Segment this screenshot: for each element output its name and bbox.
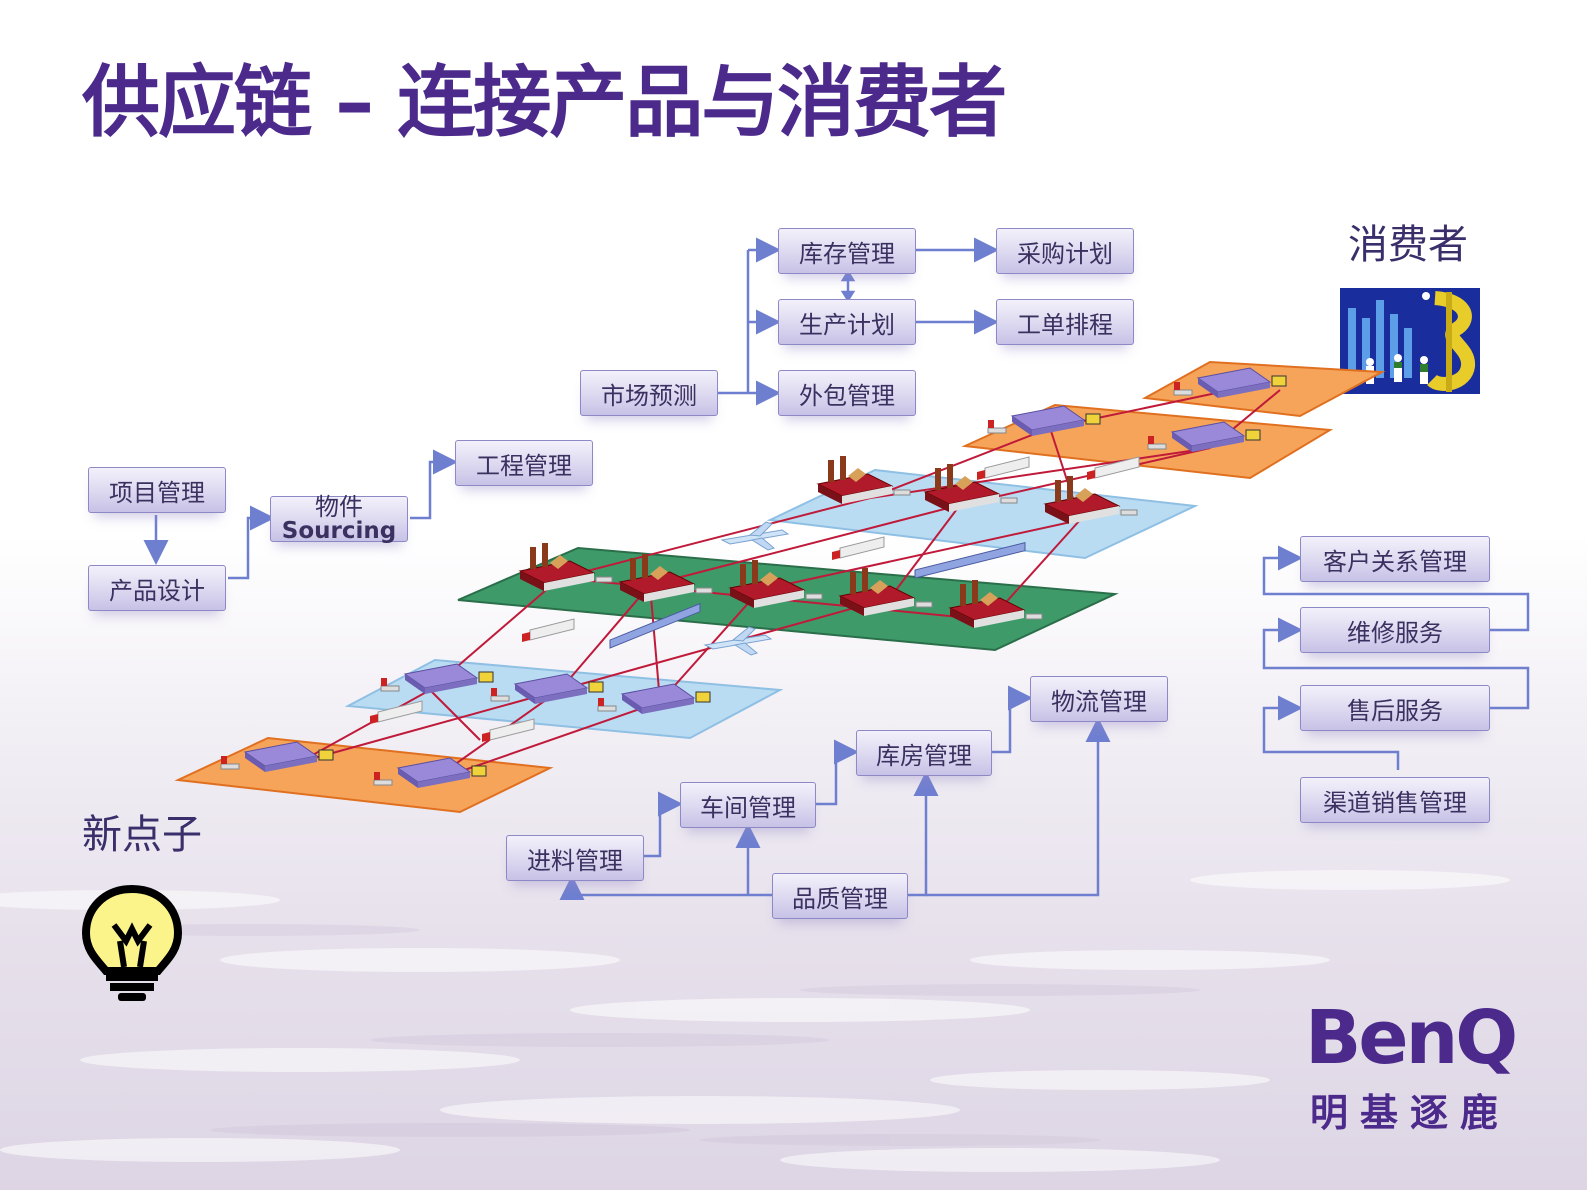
material-sourcing-box[interactable]: 物件 Sourcing [270,493,408,544]
outsourcing-mgmt-box[interactable]: 外包管理 [778,370,916,416]
customer-relation-mgmt-box[interactable]: 客户关系管理 [1300,536,1490,582]
workshop-mgmt-box[interactable]: 车间管理 [680,782,816,828]
quality-mgmt-box[interactable]: 品质管理 [772,873,908,919]
production-plan-box[interactable]: 生产计划 [778,299,916,345]
after-sales-service-box[interactable]: 售后服务 [1300,685,1490,731]
purchase-plan-box[interactable]: 采购计划 [996,228,1134,274]
project-mgmt-box[interactable]: 项目管理 [88,467,226,513]
material-sourcing-line2: Sourcing [281,518,397,544]
channel-sales-mgmt-box[interactable]: 渠道销售管理 [1300,777,1490,823]
consumer-picture [1340,288,1480,394]
lightbulb-icon [81,885,183,1001]
warehouse-mgmt-box[interactable]: 库房管理 [856,730,992,776]
engineering-mgmt-box[interactable]: 工程管理 [455,440,593,486]
product-design-box[interactable]: 产品设计 [88,565,226,611]
new-idea-label: 新点子 [82,812,202,858]
work-order-schedule-box[interactable]: 工单排程 [996,299,1134,345]
consumer-label: 消费者 [1348,222,1468,268]
logistics-mgmt-box[interactable]: 物流管理 [1030,676,1168,722]
material-sourcing-line1: 物件 [315,493,363,521]
benq-logo-word: BenQ [1305,995,1518,1081]
benq-logo-subtitle: 明基逐鹿 [1310,1091,1511,1135]
inventory-mgmt-box[interactable]: 库存管理 [778,228,916,274]
incoming-material-mgmt-box[interactable]: 进料管理 [506,835,644,881]
repair-service-box[interactable]: 维修服务 [1300,607,1490,653]
page-title: 供应链 – 连接产品与消费者 [82,58,1007,148]
market-forecast-box[interactable]: 市场预测 [580,370,718,416]
